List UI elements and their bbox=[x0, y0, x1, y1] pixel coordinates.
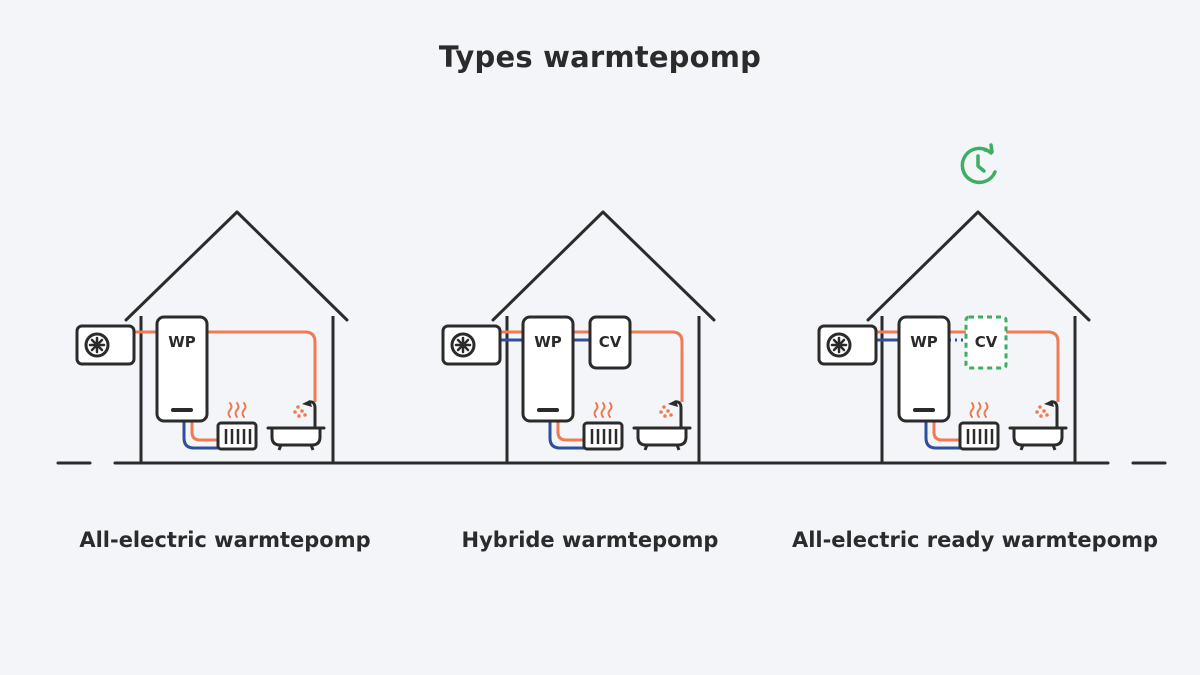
wp-label: WP bbox=[910, 333, 938, 351]
refresh-clock-icon bbox=[960, 143, 997, 185]
cv-unit: CV bbox=[588, 315, 632, 370]
outdoor-unit bbox=[817, 324, 878, 366]
wp-unit: WP bbox=[155, 315, 209, 423]
wp-label: WP bbox=[534, 333, 562, 351]
caption-all-electric: All-electric warmtepomp bbox=[79, 528, 371, 552]
cv-label: CV bbox=[599, 333, 622, 351]
cv-label: CV bbox=[975, 333, 998, 351]
outdoor-unit bbox=[441, 324, 502, 366]
house-all-electric-ready: WP CV bbox=[817, 143, 1091, 463]
caption-hybrid: Hybride warmtepomp bbox=[461, 528, 719, 552]
bathtub-icon bbox=[266, 400, 326, 451]
fan-icon bbox=[826, 332, 852, 358]
radiator-icon bbox=[216, 402, 258, 451]
house-all-electric: WP bbox=[75, 210, 349, 463]
wp-unit: WP bbox=[521, 315, 575, 423]
cv-unit-optional: CV bbox=[964, 315, 1008, 370]
wp-label: WP bbox=[168, 333, 196, 351]
bathtub-icon bbox=[632, 400, 692, 451]
caption-all-electric-ready: All-electric ready warmtepomp bbox=[791, 528, 1159, 552]
outdoor-unit bbox=[75, 324, 136, 366]
fan-icon bbox=[450, 332, 476, 358]
wp-unit: WP bbox=[897, 315, 951, 423]
radiator-icon bbox=[958, 402, 1000, 451]
bathtub-icon bbox=[1008, 400, 1068, 451]
house-hybrid: WP CV bbox=[441, 210, 716, 463]
page-title: Types warmtepomp bbox=[438, 40, 762, 74]
fan-icon bbox=[84, 332, 110, 358]
radiator-icon bbox=[582, 402, 624, 451]
